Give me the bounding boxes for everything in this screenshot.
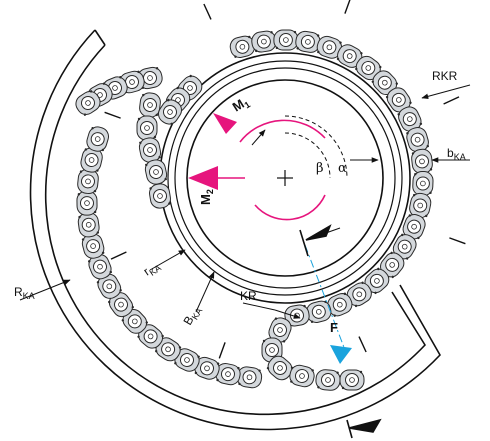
label-alpha: α [338,161,347,176]
angle-arcs [284,115,348,179]
left-hanging-link [144,159,168,185]
inner-run-link [392,233,417,260]
trough-joint [358,336,367,353]
inner-run-link [371,70,399,96]
left-hanging-link [149,183,171,209]
energy-chain [75,29,434,391]
label-bka-width: BKA [180,303,204,328]
label-beta: β [316,161,324,176]
inner-run-link [355,55,382,81]
outer-run-link [76,190,98,216]
trough-joint [203,3,212,20]
trough-joint [110,251,127,260]
lower-bend-link [315,369,341,391]
left-hanging-link [138,137,162,163]
trough-segment-joints [104,0,466,359]
upper-entry-link [158,98,182,126]
left-hanging-link [136,115,158,141]
upper-curl-link [75,90,101,116]
inner-run-link [346,281,372,308]
trough-joint [218,342,226,359]
outer-run-link [154,337,182,362]
outer-run-link [215,362,241,386]
outer-run-link [174,348,200,372]
section-marker-upper [299,224,341,257]
lower-bend-link [289,364,315,388]
label-f: F [330,320,338,335]
inner-run-link [411,148,433,174]
drum-ring-2 [167,60,403,296]
outer-run-link [77,168,99,194]
inner-run-link [273,29,299,51]
outer-run-link [80,147,103,173]
inner-run-link [412,170,434,197]
center-cross [277,170,293,186]
label-kr: KR [240,289,257,303]
outer-run-link [121,309,148,334]
inner-run-link [229,35,256,58]
left-hanging-link [139,92,161,118]
outer-guide-trough [29,29,441,431]
trough-joint [344,0,351,14]
lower-bend-link [339,369,365,391]
moment-m1-arrow [213,113,326,143]
inner-run-link [327,292,353,317]
drum-inner-ring [186,79,384,277]
inner-run-link [409,192,432,219]
label-rkr: RKR [432,69,458,83]
inner-run-link [251,30,277,53]
label-bka: bKA [447,146,466,162]
lower-bend-link [266,355,294,381]
outer-run-link [86,126,110,152]
trough-joint [449,237,466,245]
force-f-arrow [304,244,352,364]
outer-run-link [236,366,263,389]
label-rka-outer: RKA [14,285,35,301]
section-marker-lower [346,418,382,439]
label-m1: M1 [230,93,252,116]
inner-run-link [295,30,321,53]
label-m2: M2 [198,189,215,205]
inner-run-link [336,44,363,68]
outer-run-link [81,233,105,259]
dimension-leaders [19,84,471,319]
label-rka-inner: rKA [141,258,163,280]
drum-ring-3 [174,67,396,289]
inner-run-link [402,214,426,240]
inner-run-link [316,35,343,59]
moment-m2-arrow [188,166,326,221]
outer-run-link [88,254,112,280]
outer-run-link [96,273,122,299]
outer-run-link [194,356,220,380]
trough-joint [104,111,121,119]
inner-run-link [306,300,332,324]
trough-joint [443,96,460,105]
